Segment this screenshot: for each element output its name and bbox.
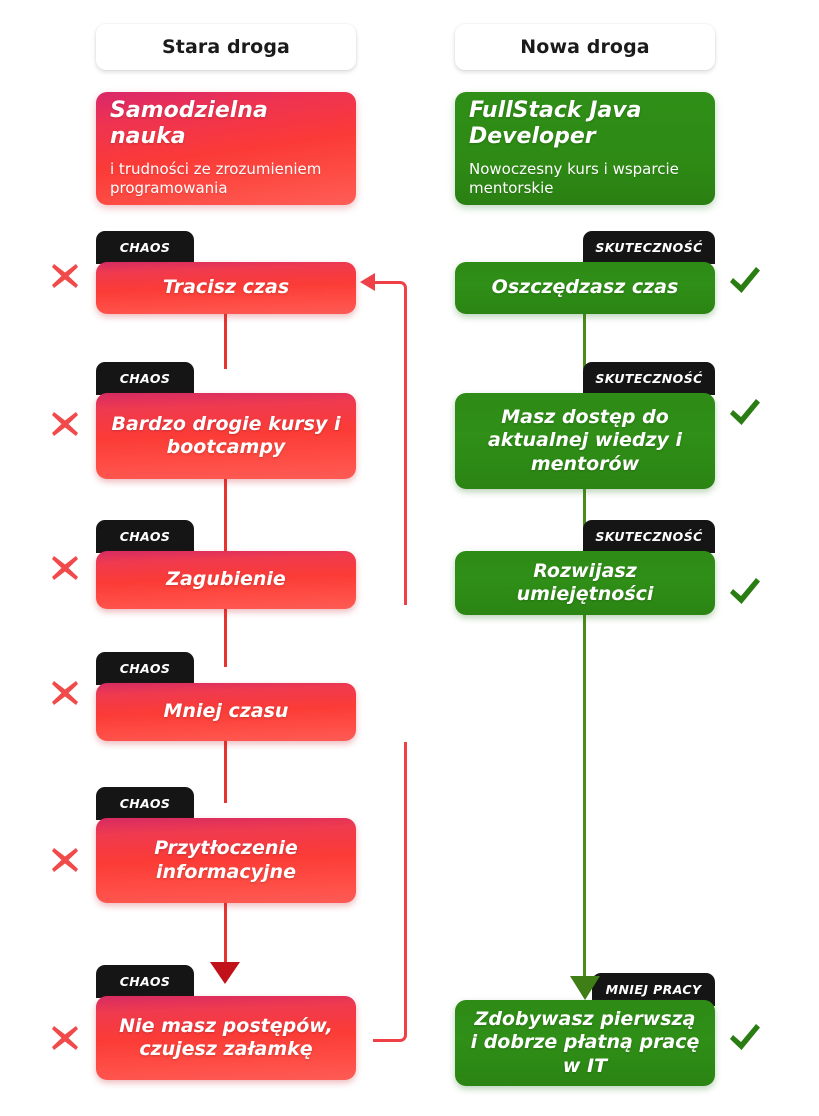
connector-right-2 [583,489,586,551]
connector-left-1 [224,313,227,369]
badge-left-3-label: CHAOS [119,529,171,544]
badge-left-2: CHAOS [96,362,194,395]
card-left-4-text: Mniej czasu [163,700,289,723]
column-header-right: Nowa droga [455,24,715,70]
column-header-left-label: Stara droga [162,36,290,58]
hero-left-title: Samodzielna nauka [110,97,268,150]
card-right-3: Rozwijasz umiejętności [455,551,715,615]
card-right-1: Oszczędzasz czas [455,262,715,314]
hero-card-left: Samodzielna nauka i trudności ze zrozumi… [96,92,356,205]
card-left-4: Mniej czasu [96,683,356,741]
card-right-2-text: Masz dostęp do aktualnej wiedzy i mentor… [487,406,683,475]
badge-left-6-label: CHAOS [119,974,171,989]
cross-icon [52,264,78,288]
badge-right-4-label: MNIEJ PRACY [605,982,702,997]
badge-right-3: SKUTECZNOŚĆ [583,520,715,553]
cross-icon [52,556,78,580]
connector-left-4 [224,741,227,803]
column-header-left: Stara droga [96,24,356,70]
card-left-5-text: Przytłoczenie informacyjne [154,837,298,883]
badge-left-1: CHAOS [96,231,194,264]
card-right-3-text: Rozwijasz umiejętności [516,559,654,605]
hero-left-subtitle: i trudności ze zrozumieniem programowani… [110,159,322,198]
badge-left-5-label: CHAOS [119,796,171,811]
connector-left-5 [224,903,227,965]
badge-left-1-label: CHAOS [119,240,171,255]
cross-icon [52,1026,78,1050]
card-left-6-text: Nie masz postępów, czujesz załamkę [119,1014,333,1060]
badge-left-6: CHAOS [96,965,194,998]
badge-right-2: SKUTECZNOŚĆ [583,362,715,395]
hero-card-right: FullStack Java Developer Nowoczesny kurs… [455,92,715,205]
card-left-6: Nie masz postępów, czujesz załamkę [96,996,356,1080]
card-left-3: Zagubienie [96,551,356,609]
connector-right-1 [583,313,586,369]
card-right-1-text: Oszczędzasz czas [491,276,679,299]
badge-left-4-label: CHAOS [119,661,171,676]
badge-right-2-label: SKUTECZNOŚĆ [595,371,703,386]
arrowhead-down-left [210,962,240,984]
card-left-1: Tracisz czas [96,262,356,314]
cross-icon [52,681,78,705]
card-right-4: Zdobywasz pierwszą i dobrze płatną pracę… [455,1000,715,1086]
badge-left-5: CHAOS [96,787,194,820]
connector-left-2 [224,479,227,551]
badge-right-1: SKUTECZNOŚĆ [583,231,715,264]
badge-left-2-label: CHAOS [119,371,171,386]
hero-right-title: FullStack Java Developer [469,97,642,150]
badge-right-3-label: SKUTECZNOŚĆ [595,529,703,544]
check-icon [730,267,760,293]
card-left-2-text: Bardzo drogie kursy i bootcampy [111,412,341,458]
card-left-2: Bardzo drogie kursy i bootcampy [96,393,356,479]
cross-icon [52,848,78,872]
card-left-3-text: Zagubienie [166,568,286,591]
cross-icon [52,412,78,436]
check-icon [730,399,760,425]
loopback-arrow-lower [373,742,407,1042]
badge-right-1-label: SKUTECZNOŚĆ [595,240,703,255]
badge-left-4: CHAOS [96,652,194,685]
card-left-1-text: Tracisz czas [162,276,290,299]
connector-left-3 [224,609,227,667]
arrowhead-down-right [570,976,600,1000]
card-right-2: Masz dostęp do aktualnej wiedzy i mentor… [455,393,715,489]
column-header-right-label: Nowa droga [520,36,650,58]
hero-right-subtitle: Nowoczesny kurs i wsparcie mentorskie [469,159,679,198]
loopback-arrow-upper [373,281,407,605]
check-icon [730,1024,760,1050]
arrowhead-left-upper [360,273,375,291]
badge-left-3: CHAOS [96,520,194,553]
connector-right-3 [583,615,586,983]
check-icon [730,578,760,604]
card-right-4-text: Zdobywasz pierwszą i dobrze płatną pracę… [470,1008,700,1077]
card-left-5: Przytłoczenie informacyjne [96,818,356,903]
